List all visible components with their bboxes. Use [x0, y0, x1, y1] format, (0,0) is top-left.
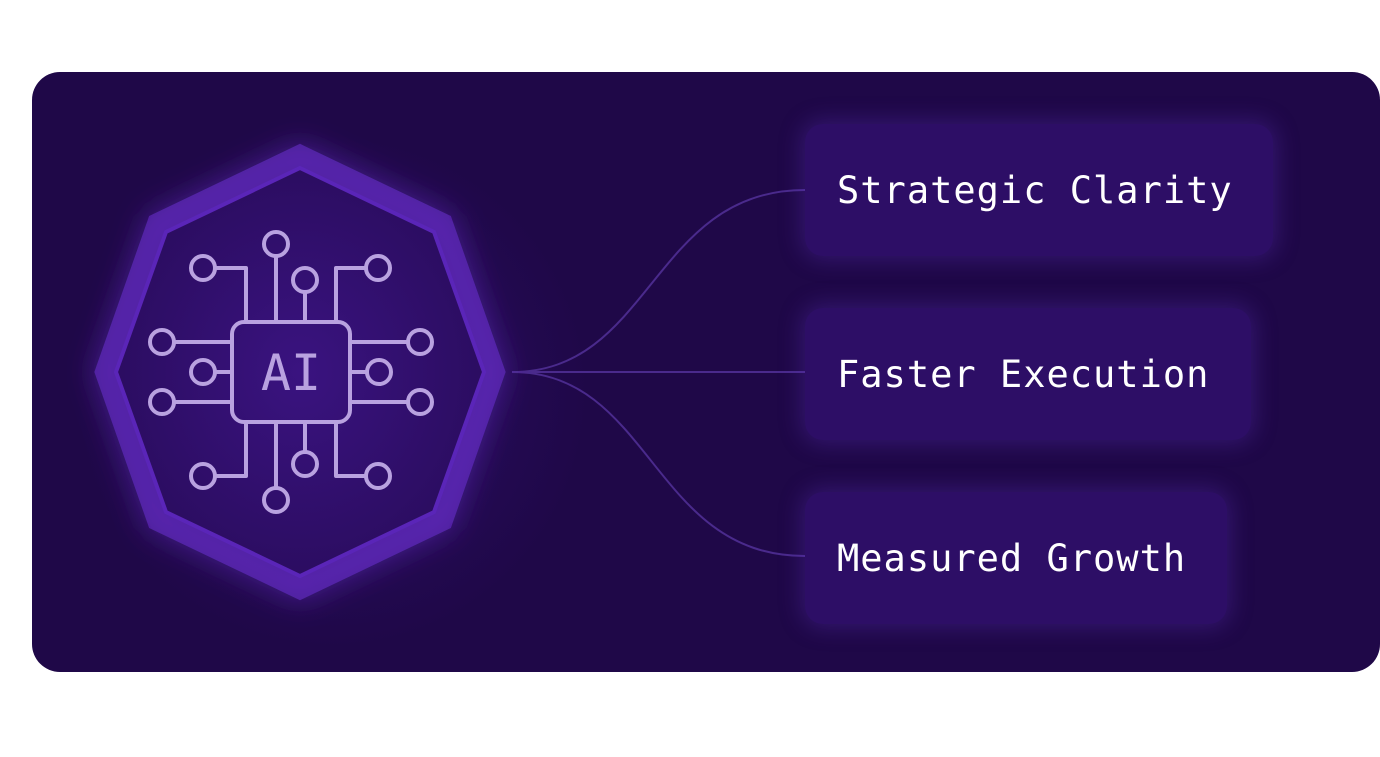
outcome-label: Measured Growth [837, 536, 1187, 580]
ai-hexagon: AI [94, 143, 506, 601]
outcome-pill-measured-growth: Measured Growth [805, 492, 1227, 624]
connector-line-strategic-clarity [511, 189, 806, 373]
hexagon-outer-glow [94, 143, 506, 601]
connector-line-measured-growth [511, 371, 806, 557]
ai-chip-icon [148, 230, 434, 514]
chip-label: AI [261, 344, 321, 402]
diagram-card: AI Strategic Clarity Faster Execution Me… [32, 72, 1380, 672]
outcome-label: Faster Execution [837, 352, 1210, 396]
outcome-pill-faster-execution: Faster Execution [805, 308, 1251, 440]
outcome-label: Strategic Clarity [837, 168, 1233, 212]
connector-lines [511, 189, 806, 557]
outcome-pill-strategic-clarity: Strategic Clarity [805, 124, 1273, 256]
hexagon-shape [113, 165, 487, 579]
